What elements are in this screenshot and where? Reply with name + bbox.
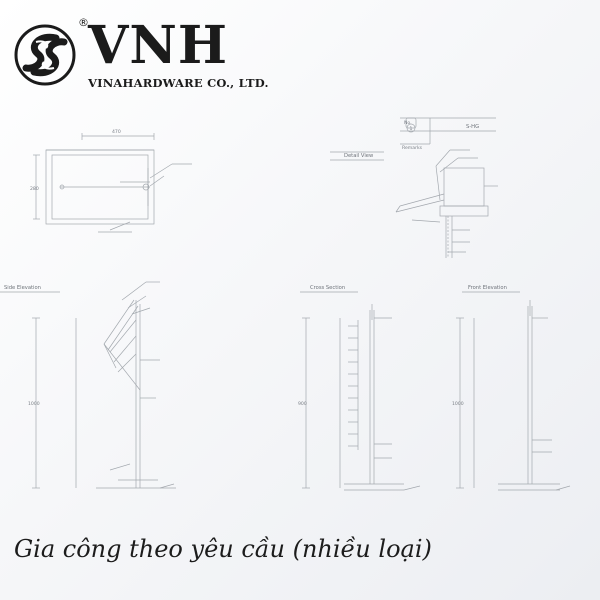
side-elevation bbox=[0, 281, 176, 489]
no-label: No. bbox=[404, 120, 412, 126]
brand-name: VNH bbox=[88, 15, 229, 76]
side-elevation-label: Side Elevation bbox=[4, 285, 41, 291]
cross-height-dim: 900 bbox=[298, 401, 307, 407]
front-height-dim: 1000 bbox=[452, 401, 464, 407]
brand-logo: ® VNH VINAHARDWARE CO., LTD. bbox=[14, 14, 284, 94]
company-name: VINAHARDWARE CO., LTD. bbox=[88, 76, 269, 90]
caption: Gia công theo yêu cầu (nhiều loại) bbox=[14, 535, 432, 563]
plan-width-dim: 470 bbox=[112, 129, 121, 135]
front-elevation-label: Front Elevation bbox=[468, 285, 507, 291]
plan-depth-dim: 280 bbox=[30, 186, 39, 192]
plan-view bbox=[33, 133, 192, 233]
registered-mark: ® bbox=[78, 16, 89, 29]
detail-view-label: Detail View bbox=[344, 153, 374, 159]
front-elevation bbox=[456, 291, 571, 491]
s-hg-label: S-HG bbox=[466, 124, 479, 130]
circle-number: 1 bbox=[410, 126, 413, 132]
remarks-label: Remarks bbox=[402, 145, 423, 151]
detail-view bbox=[330, 117, 498, 258]
side-height-dim: 1000 bbox=[28, 401, 40, 407]
cross-section-label: Cross Section bbox=[310, 285, 345, 291]
cross-section bbox=[300, 291, 421, 491]
vnh-swirl-logo-icon bbox=[14, 24, 76, 86]
